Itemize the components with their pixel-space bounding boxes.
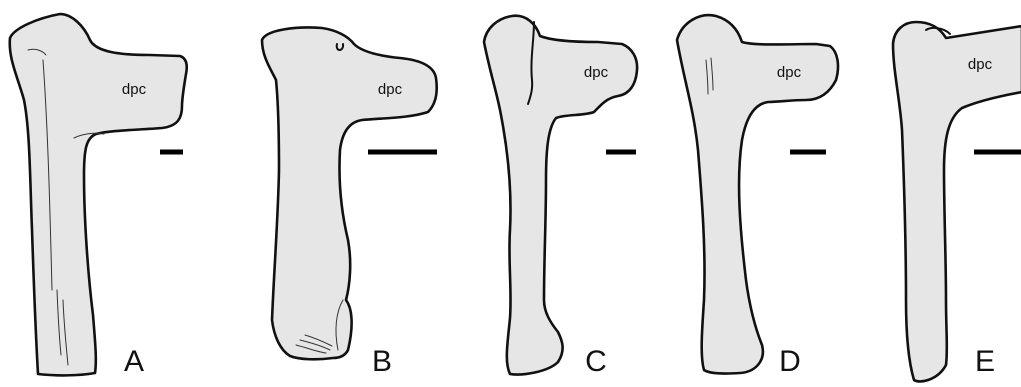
humerus-outline-b [262,28,437,360]
humerus-outline-c [484,16,637,375]
panel-c: dpc C [484,16,637,378]
panel-e: dpc E [893,22,1021,381]
panel-b: dpc B [262,28,437,379]
panel-d: dpc D [677,15,838,378]
dpc-label-b: dpc [378,81,403,98]
panel-label-c: C [585,345,607,378]
dpc-label-c: dpc [584,64,609,81]
dpc-label-a: dpc [122,81,147,98]
humerus-outline-e [893,22,1021,381]
panel-a: dpc A [10,14,187,378]
panel-label-d: D [779,345,801,378]
dpc-label-e: dpc [968,56,993,73]
dpc-label-d: dpc [777,64,802,81]
humerus-outline-d [677,15,838,373]
panel-label-e: E [975,345,995,378]
panel-label-a: A [124,345,144,378]
humerus-outline-a [10,14,187,375]
panel-label-b: B [372,345,392,378]
